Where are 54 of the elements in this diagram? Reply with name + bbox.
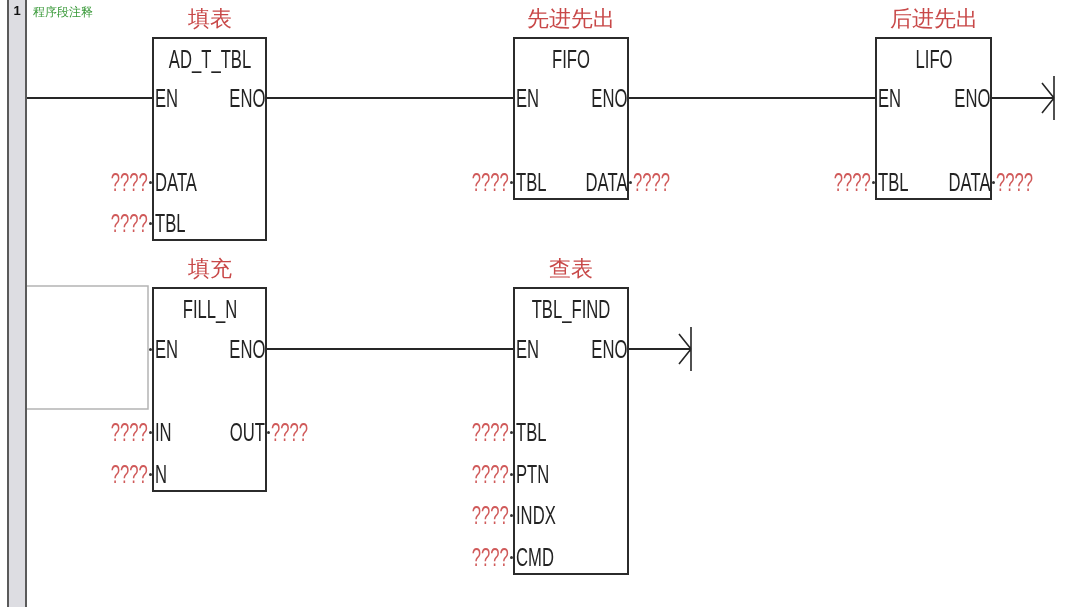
operand-input-field: ???? xyxy=(111,461,148,487)
pin-label: TBL xyxy=(878,169,909,195)
power-rail xyxy=(7,0,27,607)
pin-label: ENO xyxy=(953,85,990,111)
operand-input-field: ???? xyxy=(472,544,509,570)
block-title: 先进先出 xyxy=(527,7,615,31)
operand-input-field: ???? xyxy=(472,419,509,445)
pin-label: TBL xyxy=(516,169,547,195)
wire xyxy=(991,75,1055,121)
pin-label: IN xyxy=(155,419,172,445)
block-name: TBL_FIND xyxy=(531,296,611,322)
network-number: 1 xyxy=(12,4,22,18)
operand-input-field: ???? xyxy=(996,169,1033,195)
pin-label: DATA xyxy=(155,169,197,195)
pin-label: ENO xyxy=(590,336,627,362)
pin-label: EN xyxy=(516,336,540,362)
pin-label: ENO xyxy=(228,85,265,111)
block-title: 查表 xyxy=(549,257,593,281)
wire xyxy=(628,326,692,372)
operand-input-field: ???? xyxy=(111,210,148,236)
pin-label: EN xyxy=(155,336,179,362)
operand-input-field: ???? xyxy=(472,502,509,528)
pin-label: EN xyxy=(516,85,540,111)
block-name: AD_T_TBL xyxy=(168,46,251,72)
pin-label: EN xyxy=(155,85,179,111)
wire xyxy=(266,97,514,99)
pin-label: DATA xyxy=(948,169,990,195)
pin-label: TBL xyxy=(516,419,547,445)
wire xyxy=(26,97,153,99)
pin-label: ENO xyxy=(590,85,627,111)
pin-label: N xyxy=(155,461,167,487)
block-name: FIFO xyxy=(552,46,590,72)
operand-input-field: ???? xyxy=(111,419,148,445)
wire xyxy=(628,97,876,99)
pin-label: DATA xyxy=(585,169,627,195)
operand-input-field: ???? xyxy=(472,169,509,195)
block-title: 后进先出 xyxy=(889,7,978,31)
block-title: 填充 xyxy=(187,257,232,281)
operand-input-field: ???? xyxy=(633,169,670,195)
pin-label: ENO xyxy=(228,336,265,362)
pin-label: TBL xyxy=(155,210,186,236)
block-name: LIFO xyxy=(915,46,952,72)
pin-label: INDX xyxy=(516,502,556,528)
block-title: 填表 xyxy=(187,7,232,31)
pin-label: PTN xyxy=(516,461,550,487)
pin-label: OUT xyxy=(229,419,265,445)
operand-input-field: ???? xyxy=(472,461,509,487)
block-name: FILL_N xyxy=(182,296,237,322)
operand-input-field: ???? xyxy=(834,169,871,195)
operand-input-field: ???? xyxy=(271,419,308,445)
pin-label: EN xyxy=(878,85,902,111)
wire xyxy=(266,348,514,350)
pin-label: CMD xyxy=(516,544,554,570)
operand-input-field: ???? xyxy=(111,169,148,195)
